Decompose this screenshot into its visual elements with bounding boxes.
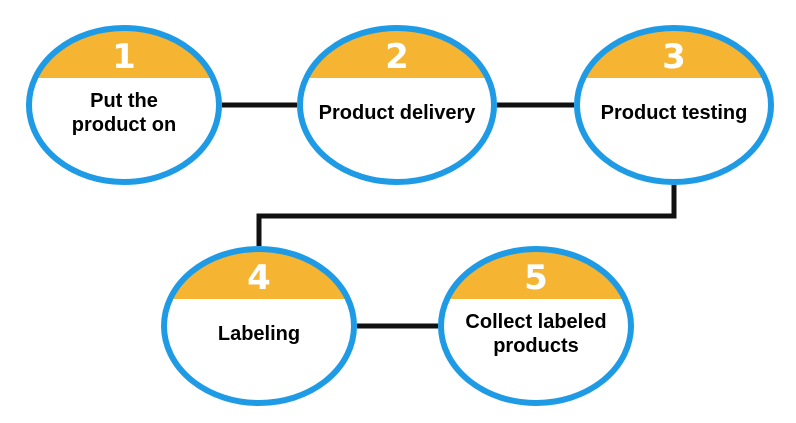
step-label-line: Labeling xyxy=(218,323,300,345)
step-label-line: product on xyxy=(72,114,176,136)
step-ring xyxy=(26,25,222,185)
step-label-line: Collect labeled xyxy=(465,311,606,333)
step-ring xyxy=(438,246,634,406)
step-number: 5 xyxy=(524,258,548,298)
step-label-line: products xyxy=(493,335,579,357)
step-ring xyxy=(161,246,357,406)
step-ring xyxy=(297,25,497,185)
step-label-line: Product delivery xyxy=(319,102,477,124)
step-label-line: Put the xyxy=(90,90,158,112)
step-number: 2 xyxy=(385,37,409,77)
step-ring xyxy=(574,25,774,185)
step-label-line: Product testing xyxy=(601,102,748,124)
step-number: 3 xyxy=(662,37,686,77)
step-number: 1 xyxy=(112,37,136,77)
step-number: 4 xyxy=(247,258,271,298)
